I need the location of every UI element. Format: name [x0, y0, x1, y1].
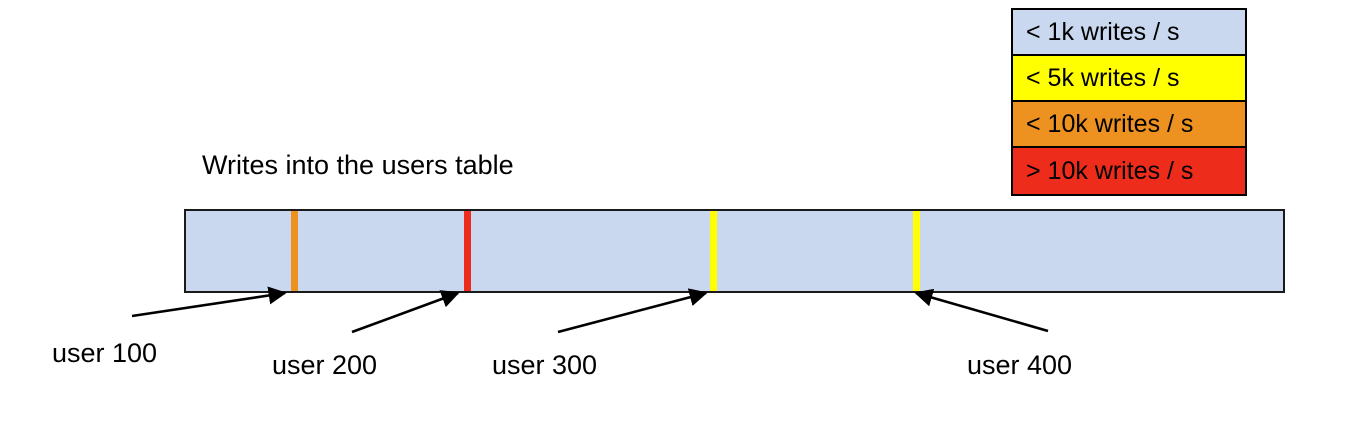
legend-row-gt-10k: > 10k writes / s — [1013, 148, 1245, 194]
arrow-user-400 — [914, 288, 1049, 333]
users-table-band — [184, 209, 1285, 293]
writes-legend: < 1k writes / s < 5k writes / s < 10k wr… — [1011, 8, 1247, 196]
arrow-user-200 — [351, 290, 460, 334]
label-user-200: user 200 — [272, 350, 378, 380]
legend-label-lt-10k: < 10k writes / s — [1026, 109, 1194, 138]
write-stripe-user-100 — [291, 211, 299, 291]
legend-label-lt-5k: < 5k writes / s — [1026, 63, 1180, 92]
arrow-user-100 — [131, 286, 287, 318]
legend-label-lt-1k: < 1k writes / s — [1026, 17, 1180, 46]
label-user-400: user 400 — [967, 350, 1073, 380]
legend-row-lt-5k: < 5k writes / s — [1013, 56, 1245, 102]
label-user-100: user 100 — [52, 338, 158, 368]
chart-title: Writes into the users table — [202, 150, 514, 180]
legend-label-gt-10k: > 10k writes / s — [1026, 156, 1194, 185]
legend-row-lt-1k: < 1k writes / s — [1013, 10, 1245, 56]
write-stripe-user-200 — [463, 211, 471, 291]
write-stripe-user-400 — [913, 211, 921, 291]
legend-row-lt-10k: < 10k writes / s — [1013, 102, 1245, 148]
label-user-300: user 300 — [492, 350, 598, 380]
arrow-user-300 — [557, 288, 708, 334]
write-stripe-user-300 — [710, 211, 718, 291]
